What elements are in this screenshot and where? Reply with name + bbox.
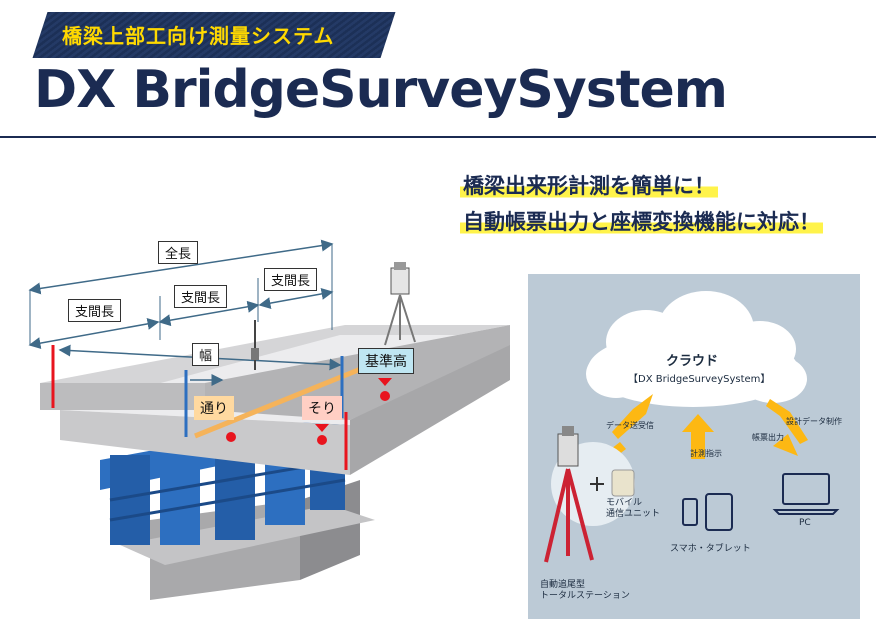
label-total-station: 自動追尾型 トータルステーション xyxy=(540,580,630,601)
measure-point-reference xyxy=(380,391,390,401)
flow-arrows xyxy=(598,394,808,466)
label-data-transfer: データ送受信 xyxy=(606,421,654,430)
label-pc: PC xyxy=(799,518,811,528)
system-diagram xyxy=(544,291,840,563)
label-report-output: 帳票出力 xyxy=(752,433,784,442)
label-mobile-unit: モバイル 通信ユニット xyxy=(606,498,661,519)
center-line xyxy=(194,357,384,439)
label-span-2: 支間長 xyxy=(174,285,228,308)
label-span-3: 支間長 xyxy=(264,268,318,291)
subtitle-text: 橋梁上部工向け測量システム xyxy=(62,24,335,48)
tagline-2: 自動帳票出力と座標変換機能に対応！ xyxy=(460,206,823,236)
cloud-subtitle: 【DX BridgeSurveySystem】 xyxy=(628,374,771,385)
page-title: DX BridgeSurveySystem xyxy=(34,60,728,120)
total-station-icon xyxy=(544,426,594,563)
label-measurement-instruction: 計測指示 xyxy=(690,449,722,458)
prism-pole-icon xyxy=(251,320,259,370)
total-station-icon xyxy=(384,262,416,346)
cloud-title: クラウド xyxy=(666,354,719,369)
label-width: 幅 xyxy=(192,343,220,366)
tag-alignment: 通り xyxy=(194,396,234,420)
tagline-1: 橋梁出来形計測を簡単に！ xyxy=(460,170,718,200)
bridge-illustration xyxy=(28,239,510,600)
plus-icon xyxy=(590,477,604,491)
label-smartphone-tablet: スマホ・タブレット xyxy=(670,544,751,554)
measure-point-alignment xyxy=(226,432,236,442)
smartphone-icon xyxy=(682,498,698,526)
measure-point-camber xyxy=(317,435,327,445)
tag-camber: そり xyxy=(302,396,342,420)
tag-reference-height: 基準高 xyxy=(358,348,414,374)
label-span-1: 支間長 xyxy=(68,299,122,322)
bridge-deck xyxy=(40,325,510,475)
tablet-icon xyxy=(705,493,733,531)
label-design-data: 設計データ制作 xyxy=(786,417,842,426)
label-total-length: 全長 xyxy=(158,241,199,264)
header-divider xyxy=(0,136,876,138)
cloud-icon xyxy=(586,291,807,407)
laptop-icon xyxy=(772,473,840,515)
mobile-unit-icon xyxy=(611,469,635,497)
